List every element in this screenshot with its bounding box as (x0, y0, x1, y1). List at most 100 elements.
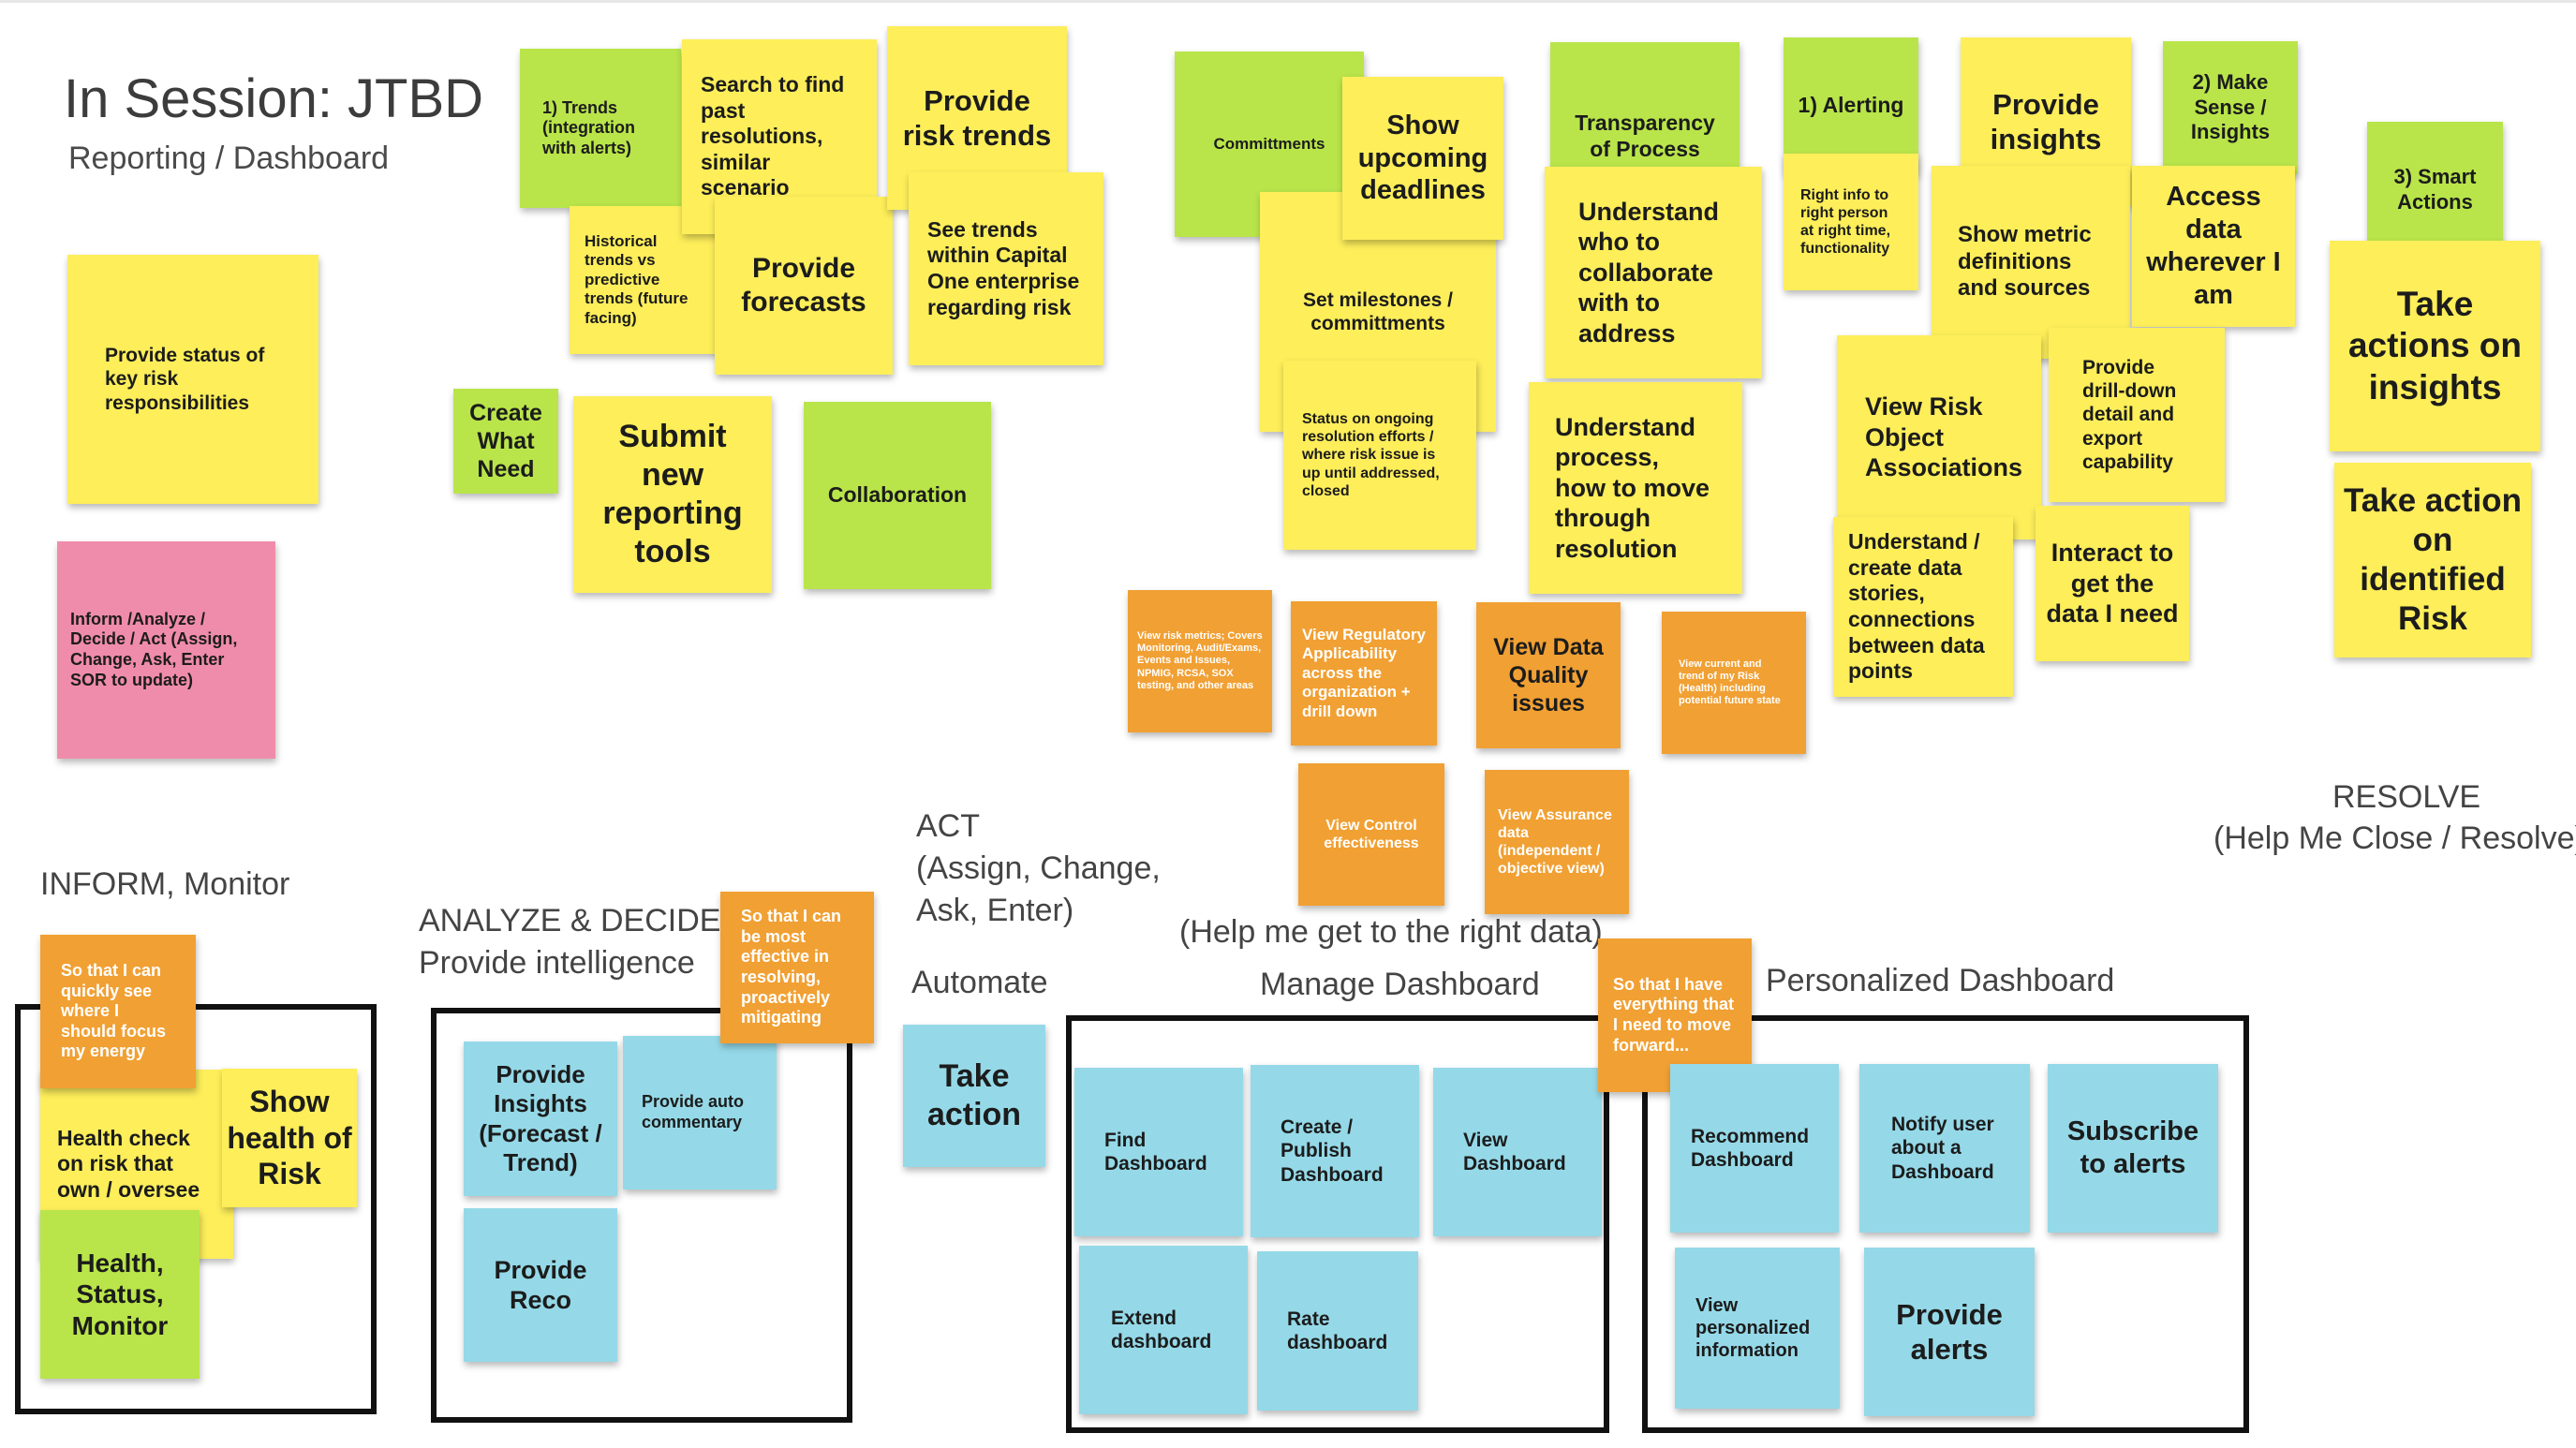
sticky-text: Submit new reporting tools (602, 419, 743, 569)
sticky-view-assurance[interactable]: View Assurance data (independent / objec… (1485, 770, 1629, 914)
sticky-text: Create What Need (469, 400, 542, 482)
sticky-view-dashboard[interactable]: View Dashboard (1433, 1068, 1602, 1236)
sticky-status-ongoing[interactable]: Status on ongoing resolution efforts / w… (1283, 361, 1476, 550)
label-act: ACT (Assign, Change, Ask, Enter) (916, 808, 1161, 929)
sticky-text: Show metric definitions and sources (1958, 221, 2092, 302)
sticky-rate-dashboard[interactable]: Rate dashboard (1257, 1251, 1418, 1411)
sticky-text: Provide status of key risk responsibilit… (105, 345, 265, 414)
sticky-text: Inform /Analyze / Decide / Act (Assign, … (70, 609, 238, 689)
sticky-text: Take actions on insights (2347, 284, 2523, 406)
sticky-understand-data-stories[interactable]: Understand / create data stories, connec… (1833, 517, 2013, 697)
sticky-notify-user[interactable]: Notify user about a Dashboard (1859, 1064, 2030, 1233)
sticky-text: Understand process, how to move through … (1555, 413, 1710, 563)
sticky-text: So that I can quickly see where I should… (61, 961, 166, 1061)
sticky-historical-trends[interactable]: Historical trends vs predictive trends (… (570, 206, 719, 354)
sticky-text: View Risk Object Associations (1865, 392, 2023, 482)
sticky-provide-insights-forecast[interactable]: Provide Insights (Forecast / Trend) (464, 1042, 617, 1196)
sticky-submit-reporting[interactable]: Submit new reporting tools (573, 396, 772, 593)
sticky-take-action[interactable]: Take action (903, 1025, 1045, 1167)
sticky-text: Access data wherever I am (2146, 182, 2281, 310)
sticky-text: View Regulatory Applicability across the… (1302, 626, 1426, 720)
sticky-provide-auto-commentary[interactable]: Provide auto commentary (623, 1036, 777, 1189)
sticky-provide-forecasts[interactable]: Provide forecasts (715, 197, 893, 375)
sticky-text: 1) Trends (integration with alerts) (542, 97, 635, 157)
sticky-text: Collaboration (827, 482, 968, 508)
sticky-text: Right info to right person at right time… (1800, 186, 1891, 258)
sticky-text: Take action (926, 1058, 1022, 1132)
sticky-inform-analyze[interactable]: Inform /Analyze / Decide / Act (Assign, … (57, 541, 275, 759)
sticky-find-dashboard[interactable]: Find Dashboard (1074, 1068, 1243, 1236)
sticky-access-data[interactable]: Access data wherever I am (2132, 166, 2295, 327)
label-personalized-dashboard: Personalized Dashboard (1766, 963, 2115, 998)
sticky-view-current-trend[interactable]: View current and trend of my Risk (Healt… (1662, 612, 1806, 754)
sticky-text: Provide Reco (494, 1255, 587, 1314)
sticky-show-deadlines[interactable]: Show upcoming deadlines (1342, 77, 1503, 240)
sticky-create-publish[interactable]: Create / Publish Dashboard (1251, 1065, 1419, 1237)
sticky-provide-alerts[interactable]: Provide alerts (1864, 1248, 2035, 1416)
sticky-text: Health check on risk that own / oversee (57, 1125, 200, 1202)
sticky-text: View personalized information (1695, 1295, 1811, 1361)
sticky-provide-reco[interactable]: Provide Reco (464, 1208, 617, 1362)
sticky-text: Transparency of Process (1575, 111, 1715, 161)
sticky-text: Recommend Dashboard (1691, 1125, 1810, 1171)
sticky-so-that-effective[interactable]: So that I can be most effective in resol… (720, 892, 874, 1043)
sticky-text: Committments (1213, 134, 1325, 153)
sticky-text: View Assurance data (independent / objec… (1498, 806, 1612, 878)
sticky-interact-data[interactable]: Interact to get the data I need (2036, 506, 2189, 661)
sticky-trends[interactable]: 1) Trends (integration with alerts) (520, 49, 681, 208)
sticky-view-risk-object[interactable]: View Risk Object Associations (1837, 335, 2041, 539)
sticky-text: Provide insights (1990, 87, 2102, 155)
sticky-text: Understand / create data stories, connec… (1848, 529, 1985, 684)
sticky-recommend-dashboard[interactable]: Recommend Dashboard (1670, 1064, 1839, 1233)
sticky-understand-who[interactable]: Understand who to collaborate with to ad… (1545, 167, 1762, 378)
sticky-text: View risk metrics; Covers Monitoring, Au… (1137, 630, 1263, 691)
sticky-smart-actions[interactable]: 3) Smart Actions (2367, 122, 2503, 258)
sticky-text: 3) Smart Actions (2393, 165, 2477, 214)
sticky-view-personalized[interactable]: View personalized information (1675, 1248, 1840, 1409)
sticky-understand-process[interactable]: Understand process, how to move through … (1529, 382, 1742, 594)
sticky-view-data-quality[interactable]: View Data Quality issues (1476, 602, 1621, 748)
sticky-text: See trends within Capital One enterprise… (927, 216, 1080, 319)
sticky-view-risk-metrics[interactable]: View risk metrics; Covers Monitoring, Au… (1128, 590, 1272, 732)
sticky-text: Interact to get the data I need (2046, 539, 2179, 628)
label-inform: INFORM, Monitor (40, 866, 290, 902)
sticky-collaboration[interactable]: Collaboration (804, 402, 991, 589)
sticky-take-action-risk[interactable]: Take action on identified Risk (2334, 463, 2531, 658)
sticky-text: So that I have everything that I need to… (1613, 974, 1735, 1055)
sticky-text: Rate dashboard (1287, 1308, 1388, 1353)
analyze-frame (431, 1008, 852, 1423)
sticky-drill-down[interactable]: Provide drill-down detail and export cap… (2049, 328, 2225, 502)
sticky-view-regulatory[interactable]: View Regulatory Applicability across the… (1291, 601, 1437, 746)
sticky-show-health[interactable]: Show health of Risk (222, 1069, 357, 1207)
label-resolve: RESOLVE (2332, 779, 2481, 815)
sticky-provide-status[interactable]: Provide status of key risk responsibilit… (67, 255, 318, 504)
sticky-text: So that I can be most effective in resol… (741, 907, 842, 1027)
sticky-so-that-focus[interactable]: So that I can quickly see where I should… (40, 935, 196, 1088)
sticky-right-info[interactable]: Right info to right person at right time… (1784, 154, 1918, 290)
sticky-show-metric[interactable]: Show metric definitions and sources (1932, 166, 2130, 359)
sticky-text: Extend dashboard (1111, 1307, 1212, 1352)
sticky-text: Find Dashboard (1104, 1129, 1207, 1175)
sticky-text: 1) Alerting (1798, 93, 1904, 118)
sticky-text: Provide forecasts (741, 253, 866, 318)
sticky-alerting[interactable]: 1) Alerting (1784, 37, 1918, 174)
board-subtitle: Reporting / Dashboard (68, 140, 390, 176)
sticky-text: Provide drill-down detail and export cap… (2082, 357, 2177, 473)
sticky-take-actions-insights[interactable]: Take actions on insights (2330, 241, 2540, 451)
sticky-text: Create / Publish Dashboard (1281, 1116, 1384, 1186)
sticky-subscribe-alerts[interactable]: Subscribe to alerts (2048, 1064, 2218, 1233)
sticky-text: Status on ongoing resolution efforts / w… (1302, 411, 1440, 499)
personalized-dashboard-frame (1642, 1015, 2249, 1433)
label-right-data: (Help me get to the right data) (1179, 914, 1603, 950)
sticky-see-trends[interactable]: See trends within Capital One enterprise… (909, 172, 1103, 365)
sticky-create-what-need[interactable]: Create What Need (453, 389, 558, 494)
sticky-make-sense[interactable]: 2) Make Sense / Insights (2163, 41, 2298, 174)
sticky-extend-dashboard[interactable]: Extend dashboard (1079, 1246, 1248, 1414)
sticky-view-control[interactable]: View Control effectiveness (1298, 763, 1444, 906)
sticky-text: View Data Quality issues (1493, 634, 1604, 717)
sticky-text: Provide alerts (1896, 1297, 2003, 1366)
label-resolve-desc: (Help Me Close / Resolve) (2213, 820, 2576, 856)
board-title: In Session: JTBD (64, 68, 484, 129)
sticky-health-status[interactable]: Health, Status, Monitor (40, 1210, 200, 1379)
sticky-text: Provide risk trends (902, 83, 1052, 152)
